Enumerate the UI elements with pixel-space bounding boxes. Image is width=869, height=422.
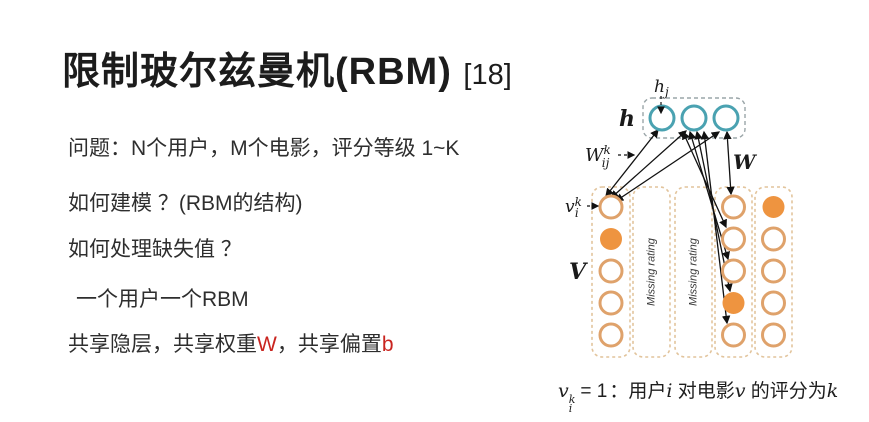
hidden-unit bbox=[648, 104, 676, 132]
weight-matrix-label: W bbox=[733, 150, 758, 174]
formula-seg2: 对电影 bbox=[672, 381, 735, 402]
visible-unit bbox=[761, 290, 786, 316]
formula-seg1: 用户 bbox=[628, 381, 667, 402]
title-citation: [18] bbox=[463, 59, 512, 91]
visible-unit bbox=[600, 228, 622, 250]
formula-colon: ： bbox=[609, 381, 629, 402]
visible-unit bbox=[598, 258, 624, 284]
formula-eq: = 1 bbox=[580, 381, 608, 402]
visible-column-3 bbox=[754, 186, 793, 358]
visible-unit bbox=[762, 196, 785, 218]
shared-text-2: ，共享偏置 bbox=[276, 333, 382, 356]
missing-rating-label-1: Missing rating bbox=[645, 237, 657, 306]
formula-var2: v bbox=[734, 380, 746, 402]
formula-sup: k bbox=[568, 393, 576, 406]
visible-unit bbox=[761, 226, 786, 252]
bullet-missing-values: 如何处理缺失值 ？ bbox=[68, 238, 242, 261]
hidden-layer-label: h bbox=[619, 106, 635, 132]
shared-bias-b: b bbox=[381, 333, 394, 356]
formula-var1: i bbox=[666, 380, 673, 402]
visible-unit bbox=[721, 258, 746, 284]
shared-weight-w: W bbox=[257, 333, 277, 356]
hidden-unit-label: hj bbox=[654, 77, 669, 99]
bullet-shared: 共享隐层，共享权重W，共享偏置b bbox=[68, 333, 394, 356]
hidden-unit bbox=[680, 104, 708, 132]
visible-layer-label: V bbox=[569, 259, 588, 285]
visible-unit bbox=[722, 292, 745, 314]
visible-unit bbox=[598, 194, 624, 220]
visible-unit bbox=[761, 322, 786, 348]
visible-unit bbox=[721, 194, 746, 220]
hidden-unit bbox=[712, 104, 740, 132]
missing-rating-label-2: Missing rating bbox=[687, 237, 699, 306]
bullet-one-user-one-rbm: 一个用户一个RBM bbox=[76, 288, 249, 311]
visible-unit bbox=[721, 226, 746, 252]
visible-unit bbox=[721, 322, 746, 348]
formula-seg3: 的评分为 bbox=[745, 381, 827, 402]
formula-sub: i bbox=[568, 402, 573, 416]
bullet-modeling: 如何建模 ？(RBM的结构) bbox=[68, 192, 303, 215]
title-text: 限制玻尔兹曼机(RBM) bbox=[62, 51, 452, 93]
bullet-problem: 问题：N个用户，M个电影，评分等级 1~K bbox=[68, 137, 460, 160]
visible-unit bbox=[761, 258, 786, 284]
visible-unit bbox=[598, 290, 624, 316]
formula-var3: k bbox=[826, 380, 839, 402]
shared-text-1: 共享隐层，共享权重 bbox=[68, 333, 257, 356]
visible-unit bbox=[598, 322, 624, 348]
page-title: 限制玻尔兹曼机(RBM) [18] bbox=[62, 40, 512, 95]
formula-base: v bbox=[558, 380, 569, 402]
